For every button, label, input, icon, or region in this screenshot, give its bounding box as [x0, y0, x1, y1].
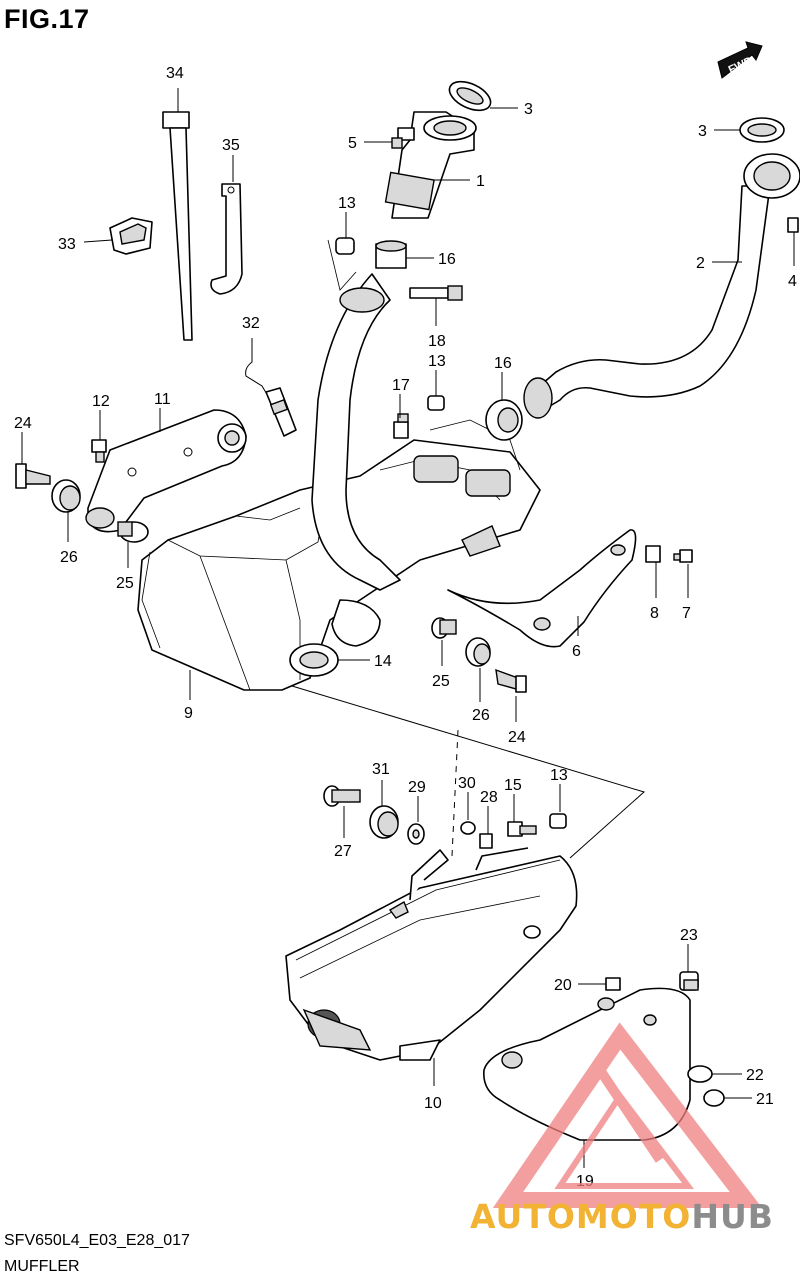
- nut-28-part: [479, 806, 493, 849]
- gasket-3a-part: [448, 80, 518, 112]
- washer-30-part: [460, 792, 476, 835]
- gasket-13a-part: [327, 212, 357, 291]
- callout-13b: 13: [428, 353, 446, 370]
- figure-caption: MUFFLER: [4, 1258, 80, 1275]
- bolt-12-part: [91, 410, 107, 463]
- callout-14: 14: [374, 653, 392, 670]
- callout-34: 34: [166, 65, 184, 82]
- watermark-brand-part2: HUB: [691, 1197, 774, 1236]
- bracket-11-part: [85, 408, 247, 533]
- gasket-16a-part: [375, 240, 434, 269]
- callout-25a: 25: [116, 575, 134, 592]
- callout-18: 18: [428, 333, 446, 350]
- grommet-31-part: [369, 780, 399, 839]
- callout-8: 8: [650, 605, 659, 622]
- callout-21: 21: [756, 1091, 774, 1108]
- heat-cover-6-part: [447, 525, 637, 648]
- callout-4: 4: [788, 273, 797, 290]
- band-14-part: [289, 599, 381, 677]
- bolt-20-part: [578, 977, 621, 991]
- callout-5: 5: [348, 135, 357, 152]
- callout-13c: 13: [550, 767, 568, 784]
- bolt-5-part: [364, 127, 415, 149]
- callout-16b: 16: [494, 355, 512, 372]
- callout-26b: 26: [472, 707, 490, 724]
- watermark-triangle-logo: [492, 1022, 763, 1208]
- leader-connector: [291, 685, 645, 859]
- bolt-15-part: [507, 794, 537, 837]
- exhaust-pipe-1-part: [311, 111, 477, 591]
- callout-6: 6: [572, 643, 581, 660]
- collar-25b-part: [431, 617, 457, 666]
- callout-2: 2: [696, 255, 705, 272]
- callout-27: 27: [334, 843, 352, 860]
- callout-22: 22: [746, 1067, 764, 1084]
- callout-13a: 13: [338, 195, 356, 212]
- grommet-26a-part: [51, 479, 81, 542]
- callout-28: 28: [480, 789, 498, 806]
- muffler-cover-19-part: [483, 987, 691, 1168]
- watermark-brand: AUTOMOTOHUB: [470, 1197, 774, 1236]
- callout-1: 1: [476, 173, 485, 190]
- fwd-direction-icon: FWD: [717, 41, 763, 79]
- nut-23-part: [679, 944, 699, 991]
- collar-22-part: [687, 1065, 742, 1083]
- bolt-17-part: [393, 394, 409, 439]
- callout-7: 7: [682, 605, 691, 622]
- callout-15: 15: [504, 777, 522, 794]
- o2-sensor-part: [245, 338, 297, 437]
- callout-labels: 34 35 33 32 12 11 24 26 25 9 3 5 1 13 16…: [14, 65, 797, 1190]
- gasket-13b-part: [427, 370, 445, 411]
- grommet-26b-part: [465, 637, 491, 702]
- callout-35: 35: [222, 137, 240, 154]
- callout-24b: 24: [508, 729, 526, 746]
- gasket-13c-part: [549, 784, 567, 829]
- callout-3a: 3: [524, 101, 533, 118]
- dashed-connector: [451, 729, 459, 857]
- callout-17: 17: [392, 377, 410, 394]
- callout-32: 32: [242, 315, 260, 332]
- clamp-strap-part: [210, 155, 243, 295]
- svg-text:AUTOMOTOHUB: AUTOMOTOHUB: [470, 1197, 774, 1236]
- exhaust-pipe-2-part: [523, 153, 800, 419]
- callout-3b: 3: [698, 123, 707, 140]
- bolt-21-part: [703, 1089, 752, 1107]
- callout-9: 9: [184, 705, 193, 722]
- callout-29: 29: [408, 779, 426, 796]
- gasket-16b-part: [485, 372, 523, 441]
- callout-23: 23: [680, 927, 698, 944]
- gasket-3b-part: [714, 117, 785, 143]
- callout-16a: 16: [438, 251, 456, 268]
- bolt-24a-part: [15, 432, 51, 489]
- callout-25b: 25: [432, 673, 450, 690]
- bolt-7-part: [673, 549, 693, 598]
- bolt-24b-part: [495, 668, 527, 722]
- callout-24a: 24: [14, 415, 32, 432]
- callout-20: 20: [554, 977, 572, 994]
- callout-30: 30: [458, 775, 476, 792]
- figure-title: FIG.17: [4, 4, 90, 34]
- callout-12: 12: [92, 393, 110, 410]
- watermark-brand-part1: AUTOMOTO: [470, 1197, 691, 1236]
- clip-part: [83, 217, 153, 255]
- model-code-label: SFV650L4_E03_E28_017: [4, 1232, 190, 1249]
- muffler-10-part: [285, 847, 578, 1086]
- washer-29-part: [407, 796, 425, 845]
- callout-26a: 26: [60, 549, 78, 566]
- bolt-18-part: [409, 285, 463, 326]
- collar-25a-part: [117, 521, 149, 568]
- bolt-27-part: [323, 785, 361, 838]
- bolt-4-part: [787, 217, 799, 266]
- callout-11: 11: [154, 391, 171, 408]
- nut-8-part: [645, 545, 661, 598]
- callout-10: 10: [424, 1095, 442, 1112]
- cable-tie-part: [162, 88, 193, 341]
- callout-31: 31: [372, 761, 390, 778]
- callout-33: 33: [58, 236, 76, 253]
